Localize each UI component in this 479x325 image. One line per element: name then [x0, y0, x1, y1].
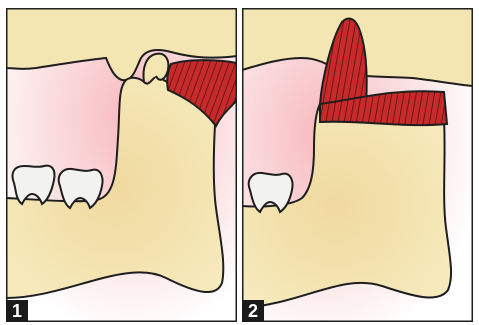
panel-2: 2	[242, 8, 473, 322]
panel-2-illustration	[242, 8, 473, 322]
panel-1-illustration	[6, 8, 237, 322]
panel-number: 1	[6, 300, 28, 322]
panel-number: 2	[242, 300, 264, 322]
panel-1: 1	[6, 8, 237, 322]
